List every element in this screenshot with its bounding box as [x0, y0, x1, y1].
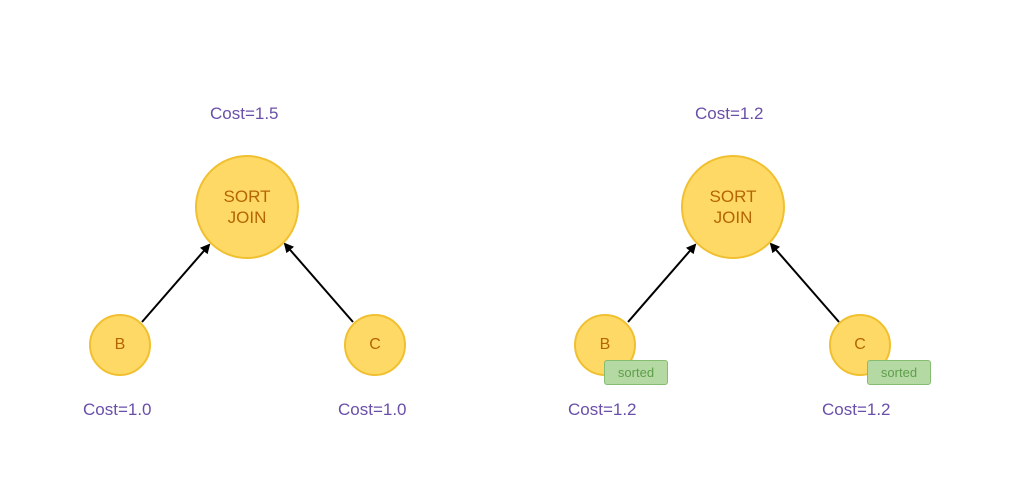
- node-b-cost-label: Cost=1.2: [568, 400, 637, 419]
- root-cost-label: Cost=1.5: [210, 104, 279, 123]
- sort-join-node: SORT JOIN: [681, 155, 785, 259]
- sorted-badge: sorted: [867, 360, 931, 385]
- node-c: C: [344, 314, 406, 376]
- sorted-badge: sorted: [604, 360, 668, 385]
- edge-b-to-sortjoin: [141, 243, 211, 323]
- sort-join-node: SORT JOIN: [195, 155, 299, 259]
- node-label-line1: SORT: [709, 187, 757, 206]
- node-label: C: [369, 336, 381, 353]
- node-label: C: [854, 336, 866, 353]
- node-label: B: [114, 336, 126, 353]
- edge-b-to-sortjoin: [627, 243, 697, 323]
- node-label-line2: JOIN: [713, 208, 753, 227]
- node-c-cost-label: Cost=1.0: [338, 400, 407, 419]
- edge-c-to-sortjoin: [769, 242, 840, 323]
- root-cost-label: Cost=1.2: [695, 104, 764, 123]
- node-b: B: [89, 314, 151, 376]
- node-label-line1: SORT: [223, 187, 271, 206]
- node-label: B: [599, 336, 611, 353]
- edge-c-to-sortjoin: [283, 242, 354, 323]
- node-b-cost-label: Cost=1.0: [83, 400, 152, 419]
- node-c-cost-label: Cost=1.2: [822, 400, 891, 419]
- node-label-line2: JOIN: [227, 208, 267, 227]
